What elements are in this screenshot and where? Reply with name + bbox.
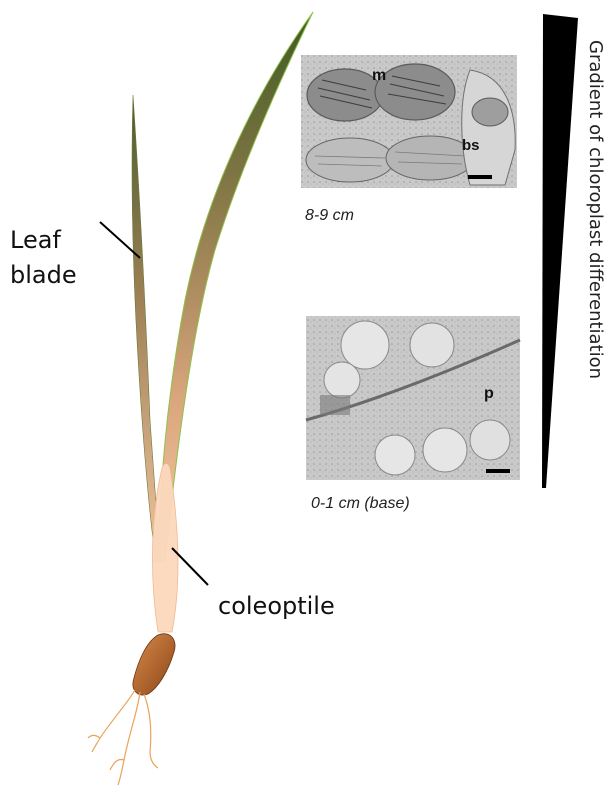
- seed: [133, 634, 175, 695]
- gradient-wedge: [542, 14, 578, 488]
- right-leaf: [158, 12, 313, 562]
- micrograph-upper: m bs: [301, 55, 517, 188]
- leaf-blade-label-line2: blade: [10, 261, 77, 289]
- scale-bar-upper: [468, 175, 492, 179]
- left-leaf: [132, 95, 160, 562]
- roots: [88, 690, 158, 785]
- marker-bs: bs: [462, 137, 480, 154]
- gradient-label: Gradient of chloroplast differentiation: [585, 40, 606, 379]
- caption-lower: 0-1 cm (base): [311, 495, 410, 512]
- leaf-blade-label-line1: Leaf: [10, 226, 61, 254]
- caption-upper: 8-9 cm: [305, 207, 354, 224]
- coleoptile-sheath: [152, 464, 178, 633]
- coleoptile-label: coleoptile: [218, 592, 335, 620]
- marker-m: m: [372, 67, 386, 84]
- micrograph-lower: p: [306, 316, 520, 480]
- marker-p: p: [484, 385, 494, 402]
- scale-bar-lower: [486, 469, 510, 473]
